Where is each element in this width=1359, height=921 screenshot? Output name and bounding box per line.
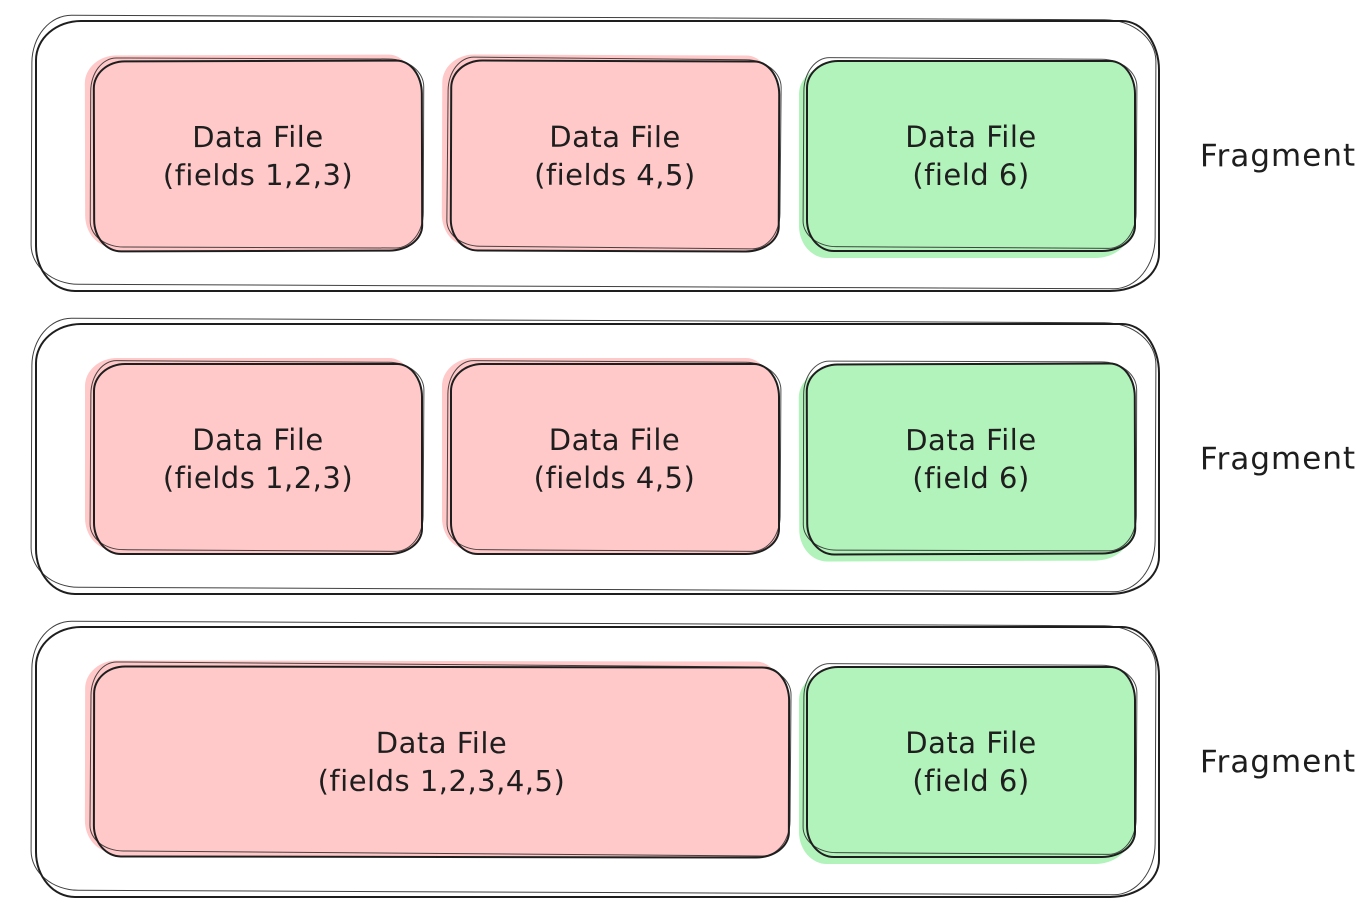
data-file-box-field-6: Data File (field 6) — [806, 666, 1136, 858]
data-file-text: Data File (fields 4,5) — [534, 421, 696, 497]
fragment-label: Fragment — [1199, 137, 1357, 175]
data-file-box-field-6: Data File (field 6) — [805, 362, 1137, 556]
data-file-text: Data File (fields 1,2,3,4,5) — [318, 724, 566, 800]
data-file-fields: (fields 1,2,3) — [162, 157, 354, 193]
data-file-title: Data File — [548, 423, 681, 457]
data-file-box-fields-4-5: Data File (fields 4,5) — [449, 363, 780, 555]
data-file-box-field-6: Data File (field 6) — [806, 60, 1136, 252]
data-file-text: Data File (field 6) — [905, 118, 1037, 194]
data-file-title: Data File — [375, 725, 508, 761]
data-file-text: Data File (fields 4,5) — [534, 118, 696, 195]
fragment-label: Fragment — [1199, 743, 1357, 781]
fragment-label: Fragment — [1199, 440, 1357, 478]
data-file-fields: (field 6) — [912, 460, 1030, 496]
fragment-row-2: Data File (fields 1,2,3) Data File (fiel… — [35, 323, 1359, 595]
data-file-fields: (fields 1,2,3) — [162, 461, 354, 495]
data-file-box-fields-1-2-3: Data File (fields 1,2,3) — [93, 363, 423, 555]
data-file-fields: (fields 1,2,3,4,5) — [317, 763, 566, 799]
data-file-title: Data File — [192, 119, 324, 155]
data-file-fields: (fields 4,5) — [533, 157, 696, 193]
data-file-fields: (field 6) — [912, 158, 1030, 192]
data-file-fields: (fields 4,5) — [533, 461, 696, 495]
data-file-title: Data File — [905, 422, 1037, 458]
data-file-title: Data File — [905, 726, 1037, 760]
data-file-fields: (field 6) — [912, 764, 1030, 798]
data-file-box-fields-4-5: Data File (fields 4,5) — [449, 59, 780, 253]
fragment-container-1: Data File (fields 1,2,3) Data File (fiel… — [35, 20, 1160, 292]
fragment-row-3: Data File (fields 1,2,3,4,5) Data File (… — [35, 626, 1359, 898]
data-file-text: Data File (fields 1,2,3) — [163, 118, 354, 194]
data-file-title: Data File — [192, 423, 324, 457]
data-file-box-fields-1-2-3-4-5: Data File (fields 1,2,3,4,5) — [92, 665, 791, 859]
data-file-title: Data File — [905, 120, 1037, 154]
fragment-container-2: Data File (fields 1,2,3) Data File (fiel… — [35, 323, 1160, 595]
data-file-text: Data File (field 6) — [905, 724, 1037, 800]
data-file-title: Data File — [548, 119, 681, 155]
data-file-box-fields-1-2-3: Data File (fields 1,2,3) — [92, 59, 424, 253]
data-file-text: Data File (fields 1,2,3) — [163, 421, 353, 497]
fragment-container-3: Data File (fields 1,2,3,4,5) Data File (… — [35, 626, 1160, 898]
data-file-text: Data File (field 6) — [905, 421, 1037, 497]
fragment-row-1: Data File (fields 1,2,3) Data File (fiel… — [35, 20, 1359, 292]
